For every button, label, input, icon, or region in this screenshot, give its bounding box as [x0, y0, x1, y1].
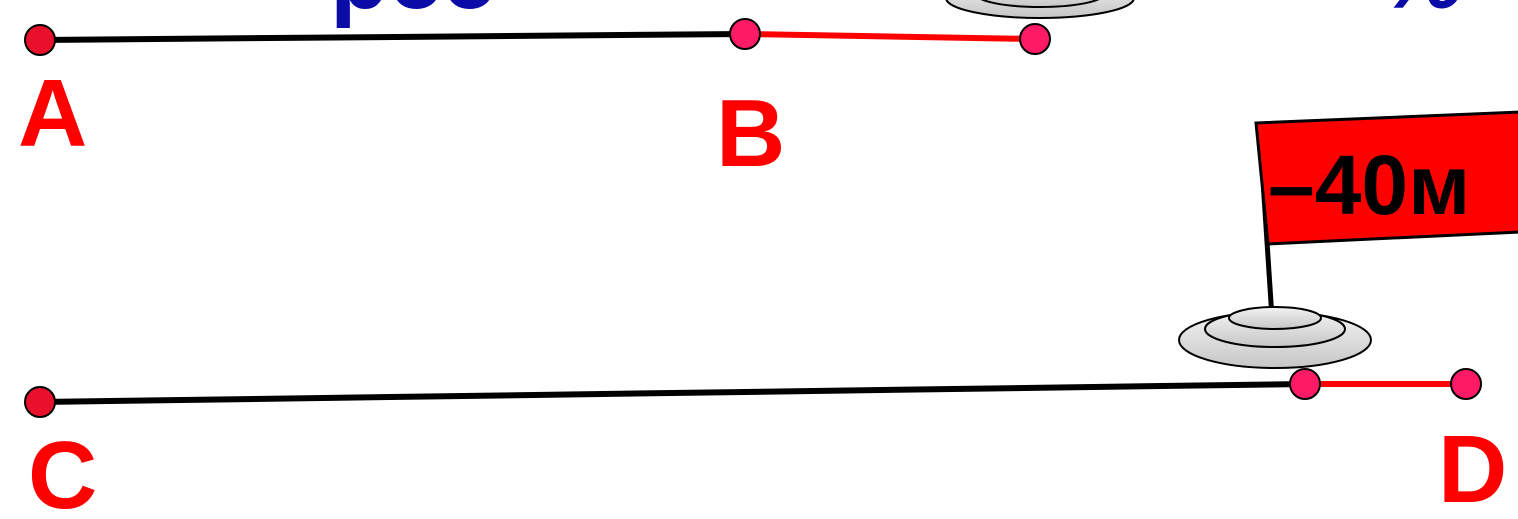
point-a: [24, 24, 56, 56]
flag-base-bottom: [1178, 306, 1372, 369]
header-fragment-left: рсс: [330, 0, 495, 29]
label-c: C: [28, 422, 97, 519]
point-d: [1450, 368, 1482, 400]
segment-cd: [39, 381, 1306, 405]
header-fragment-right: %: [1380, 0, 1465, 29]
flag: –40м: [1254, 110, 1518, 319]
flag-cloth: [1254, 110, 1518, 246]
segment-b-extension: [744, 31, 1036, 42]
segment-ab: [39, 31, 746, 43]
label-d: D: [1438, 416, 1507, 519]
flag-text: –40м: [1268, 138, 1470, 232]
label-a: A: [18, 60, 87, 167]
point-b: [729, 18, 761, 50]
point-d-start: [1289, 368, 1321, 400]
label-b: B: [716, 80, 785, 187]
point-c: [24, 386, 56, 418]
flag-base-top: [945, 0, 1135, 19]
point-b-extension-end: [1019, 23, 1051, 55]
